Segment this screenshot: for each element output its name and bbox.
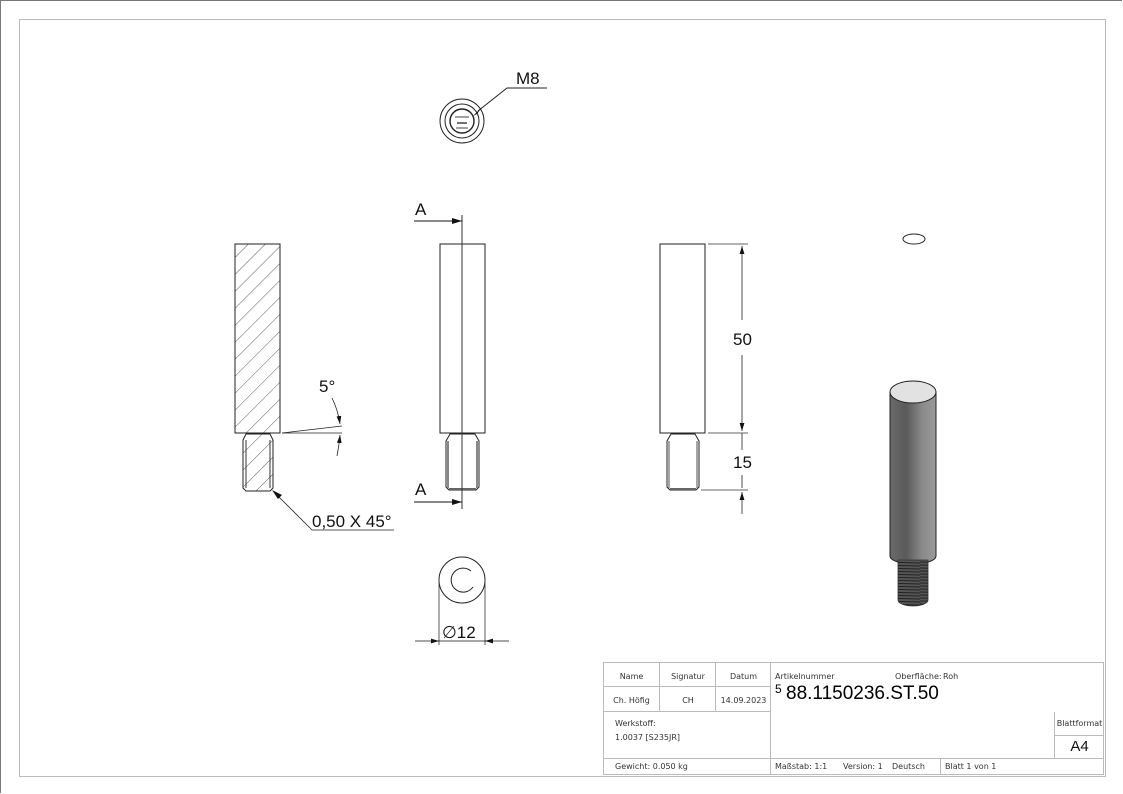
version: Version: 1: [843, 762, 883, 771]
werkstoff-value: 1.0037 [S235JR]: [615, 733, 681, 742]
blatt: Blatt 1 von 1: [945, 762, 997, 771]
cell: [660, 662, 716, 687]
chamfer-label: 0,50 X 45°: [312, 512, 392, 531]
blattformat-label: Blattformat: [1056, 719, 1103, 728]
oberflaeche-label: Oberfläche:: [895, 672, 942, 681]
oberflaeche-value: Roh: [943, 672, 959, 681]
cell: [603, 712, 771, 759]
article-prefix: 5: [775, 682, 782, 696]
bottom-view: ∅12: [415, 556, 509, 645]
diameter-label: ∅12: [442, 623, 476, 642]
gewicht: Gewicht: 0.050 kg: [615, 762, 688, 771]
cell: [660, 687, 716, 712]
section-marker-bottom: A: [415, 480, 427, 499]
artikelnummer-label: Artikelnummer: [775, 672, 835, 681]
header-name: Name: [619, 672, 644, 681]
massstab: Maßstab: 1:1: [775, 762, 828, 771]
cell: [1055, 736, 1104, 759]
cell: [603, 759, 771, 775]
value-signatur: CH: [682, 696, 694, 705]
cell: [1055, 712, 1104, 736]
drawing-frame: [19, 19, 1106, 777]
title-block: Name Signatur Datum Ch. Höfig CH 14.09.2…: [603, 662, 1104, 775]
isometric-view: [889, 233, 937, 607]
cell: [716, 687, 771, 712]
article-number: 88.1150236.ST.50: [786, 683, 939, 704]
header-datum: Datum: [729, 672, 758, 681]
cell: [771, 712, 1055, 759]
sprache: Deutsch: [892, 762, 925, 771]
cell: [771, 759, 941, 775]
cell: [603, 662, 660, 687]
dim-thread-length: 15: [733, 453, 752, 472]
section-marker-top: A: [415, 200, 427, 219]
section-view: 5° 0,50 X 45°: [234, 243, 394, 531]
header-signatur: Signatur: [671, 672, 705, 681]
value-name: Ch. Höfig: [613, 696, 650, 705]
blattformat-value: A4: [1070, 738, 1089, 755]
cell: [603, 687, 660, 712]
werkstoff-label: Werkstoff:: [615, 719, 656, 728]
cell: [716, 662, 771, 687]
thread-callout-label: M8: [516, 69, 540, 88]
side-view: 50 15: [659, 243, 752, 514]
top-view: M8: [439, 69, 547, 144]
front-view: A A: [414, 200, 486, 509]
value-datum: 14.09.2023: [720, 696, 767, 705]
dim-body-length: 50: [733, 330, 752, 349]
angle-label: 5°: [319, 377, 335, 396]
